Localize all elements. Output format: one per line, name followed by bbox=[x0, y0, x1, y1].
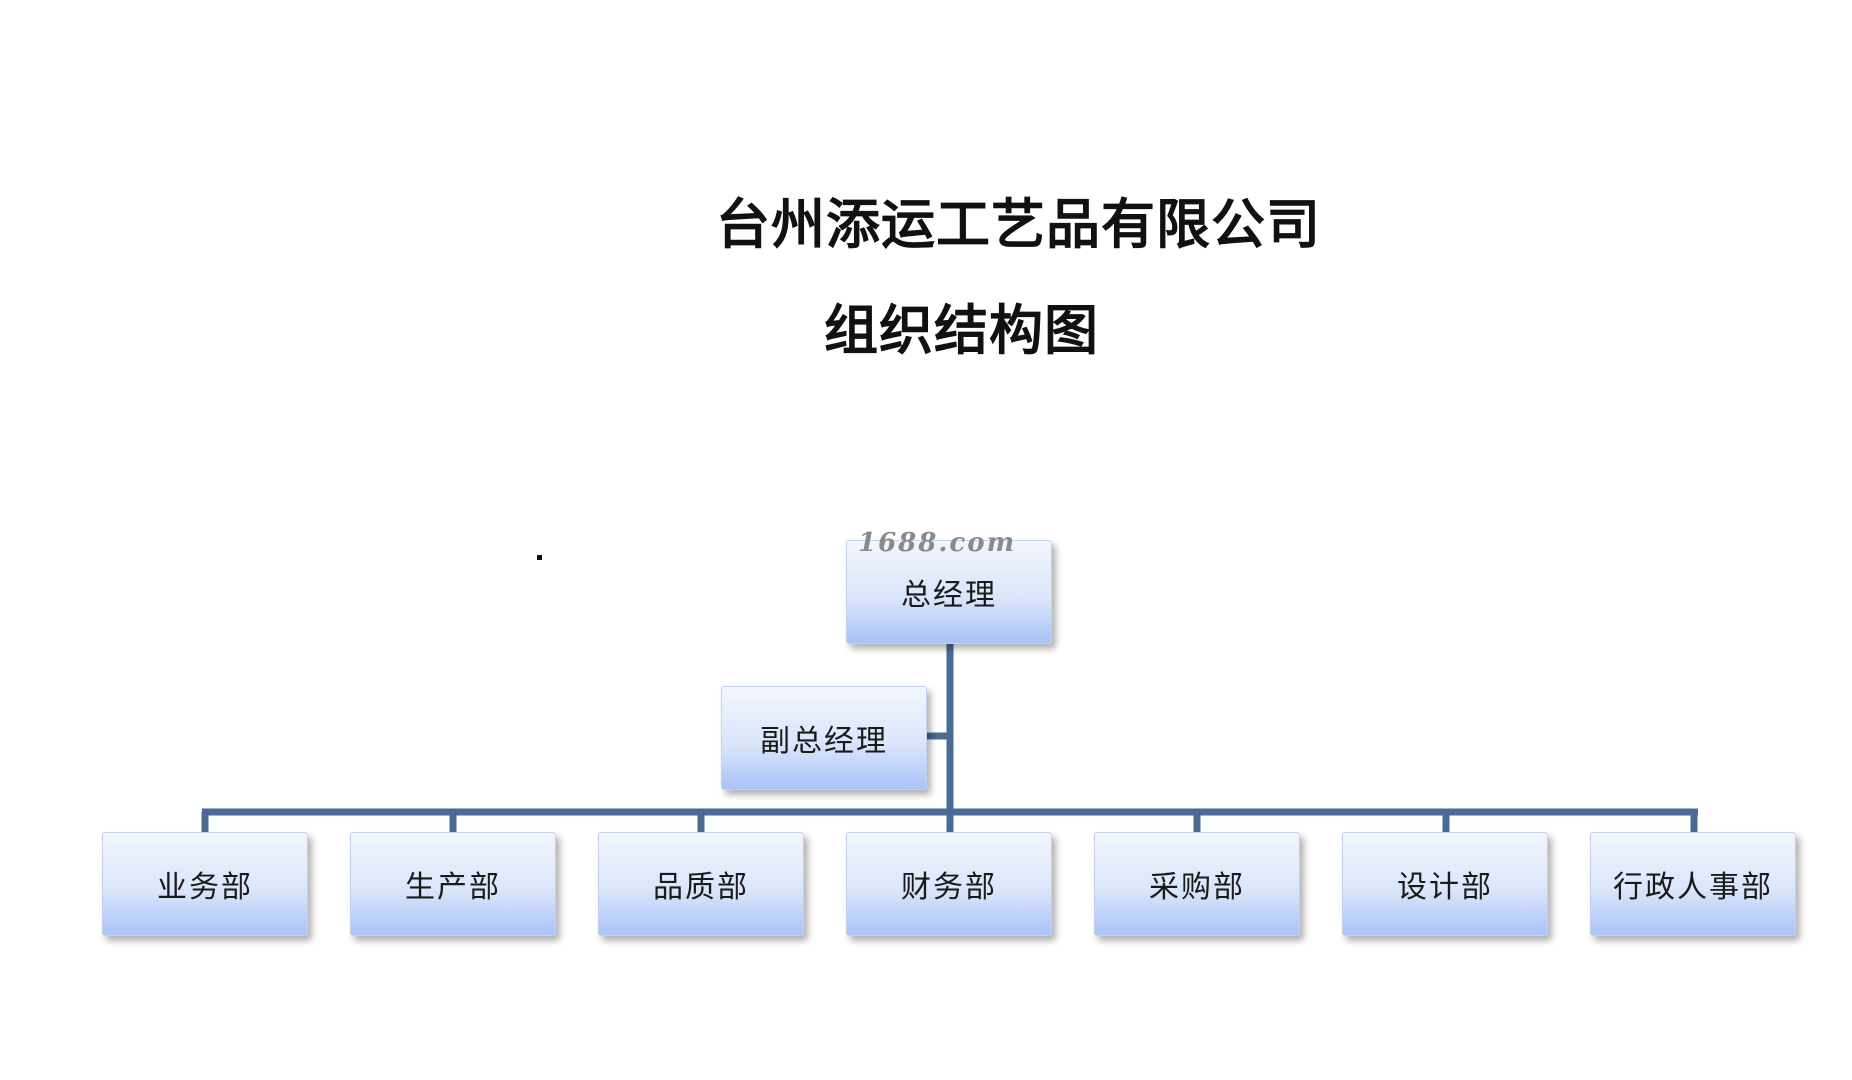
org-node-dept-finance[interactable]: 财务部 bbox=[846, 832, 1052, 936]
org-node-general-manager[interactable]: 总经理 bbox=[846, 540, 1052, 644]
stray-dot bbox=[537, 555, 542, 560]
org-node-dept-purchasing[interactable]: 采购部 bbox=[1094, 832, 1300, 936]
org-node-dept-admin-hr[interactable]: 行政人事部 bbox=[1590, 832, 1796, 936]
org-node-dept-production[interactable]: 生产部 bbox=[350, 832, 556, 936]
watermark-1688: 1688.com bbox=[858, 528, 1017, 558]
chart-subtitle: 组织结构图 bbox=[824, 299, 1099, 362]
company-title: 台州添运工艺品有限公司 bbox=[716, 193, 1321, 256]
org-node-deputy-general-manager[interactable]: 副总经理 bbox=[721, 686, 927, 790]
org-node-dept-design[interactable]: 设计部 bbox=[1342, 832, 1548, 936]
org-node-dept-quality[interactable]: 品质部 bbox=[598, 832, 804, 936]
org-node-dept-sales[interactable]: 业务部 bbox=[102, 832, 308, 936]
